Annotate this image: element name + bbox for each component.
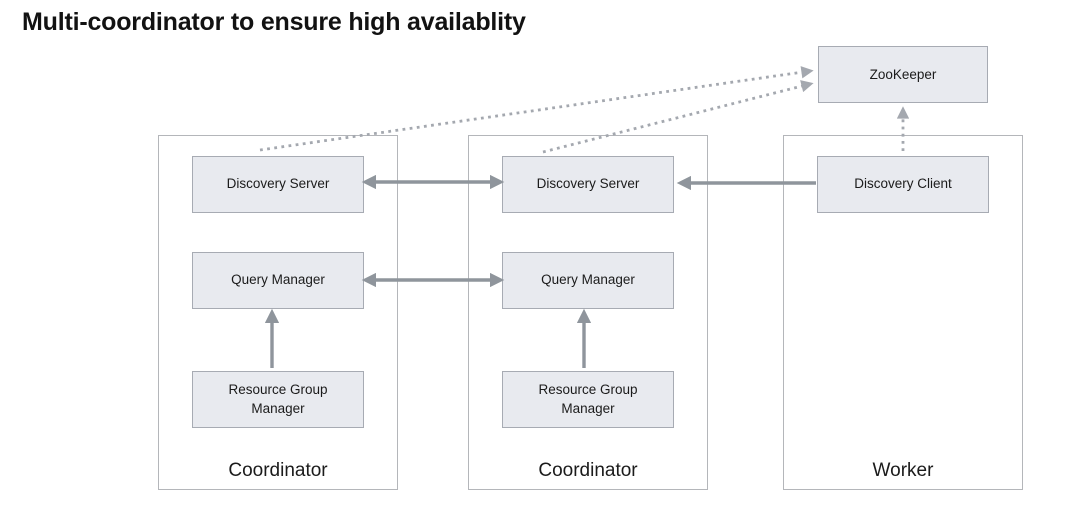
zookeeper-box: ZooKeeper xyxy=(818,46,988,103)
worker-container: Discovery Client Worker xyxy=(783,135,1023,490)
coordinator-2-label: Coordinator xyxy=(538,460,638,481)
coordinator-1-label: Coordinator xyxy=(228,460,328,481)
coordinator-2-resource-group-manager-box: Resource Group Manager xyxy=(502,371,674,428)
diagram-title: Multi-coordinator to ensure high availab… xyxy=(22,8,526,36)
coordinator-1-resource-group-manager-box: Resource Group Manager xyxy=(192,371,364,428)
coordinator-2-query-manager-box: Query Manager xyxy=(502,252,674,309)
coordinator-1-container: Discovery Server Query Manager Resource … xyxy=(158,135,398,490)
coordinator-1-query-manager-box: Query Manager xyxy=(192,252,364,309)
worker-label: Worker xyxy=(872,460,934,481)
coordinator-2-discovery-server-box: Discovery Server xyxy=(502,156,674,213)
worker-discovery-client-box: Discovery Client xyxy=(817,156,989,213)
coordinator-1-discovery-server-box: Discovery Server xyxy=(192,156,364,213)
coordinator-2-container: Discovery Server Query Manager Resource … xyxy=(468,135,708,490)
